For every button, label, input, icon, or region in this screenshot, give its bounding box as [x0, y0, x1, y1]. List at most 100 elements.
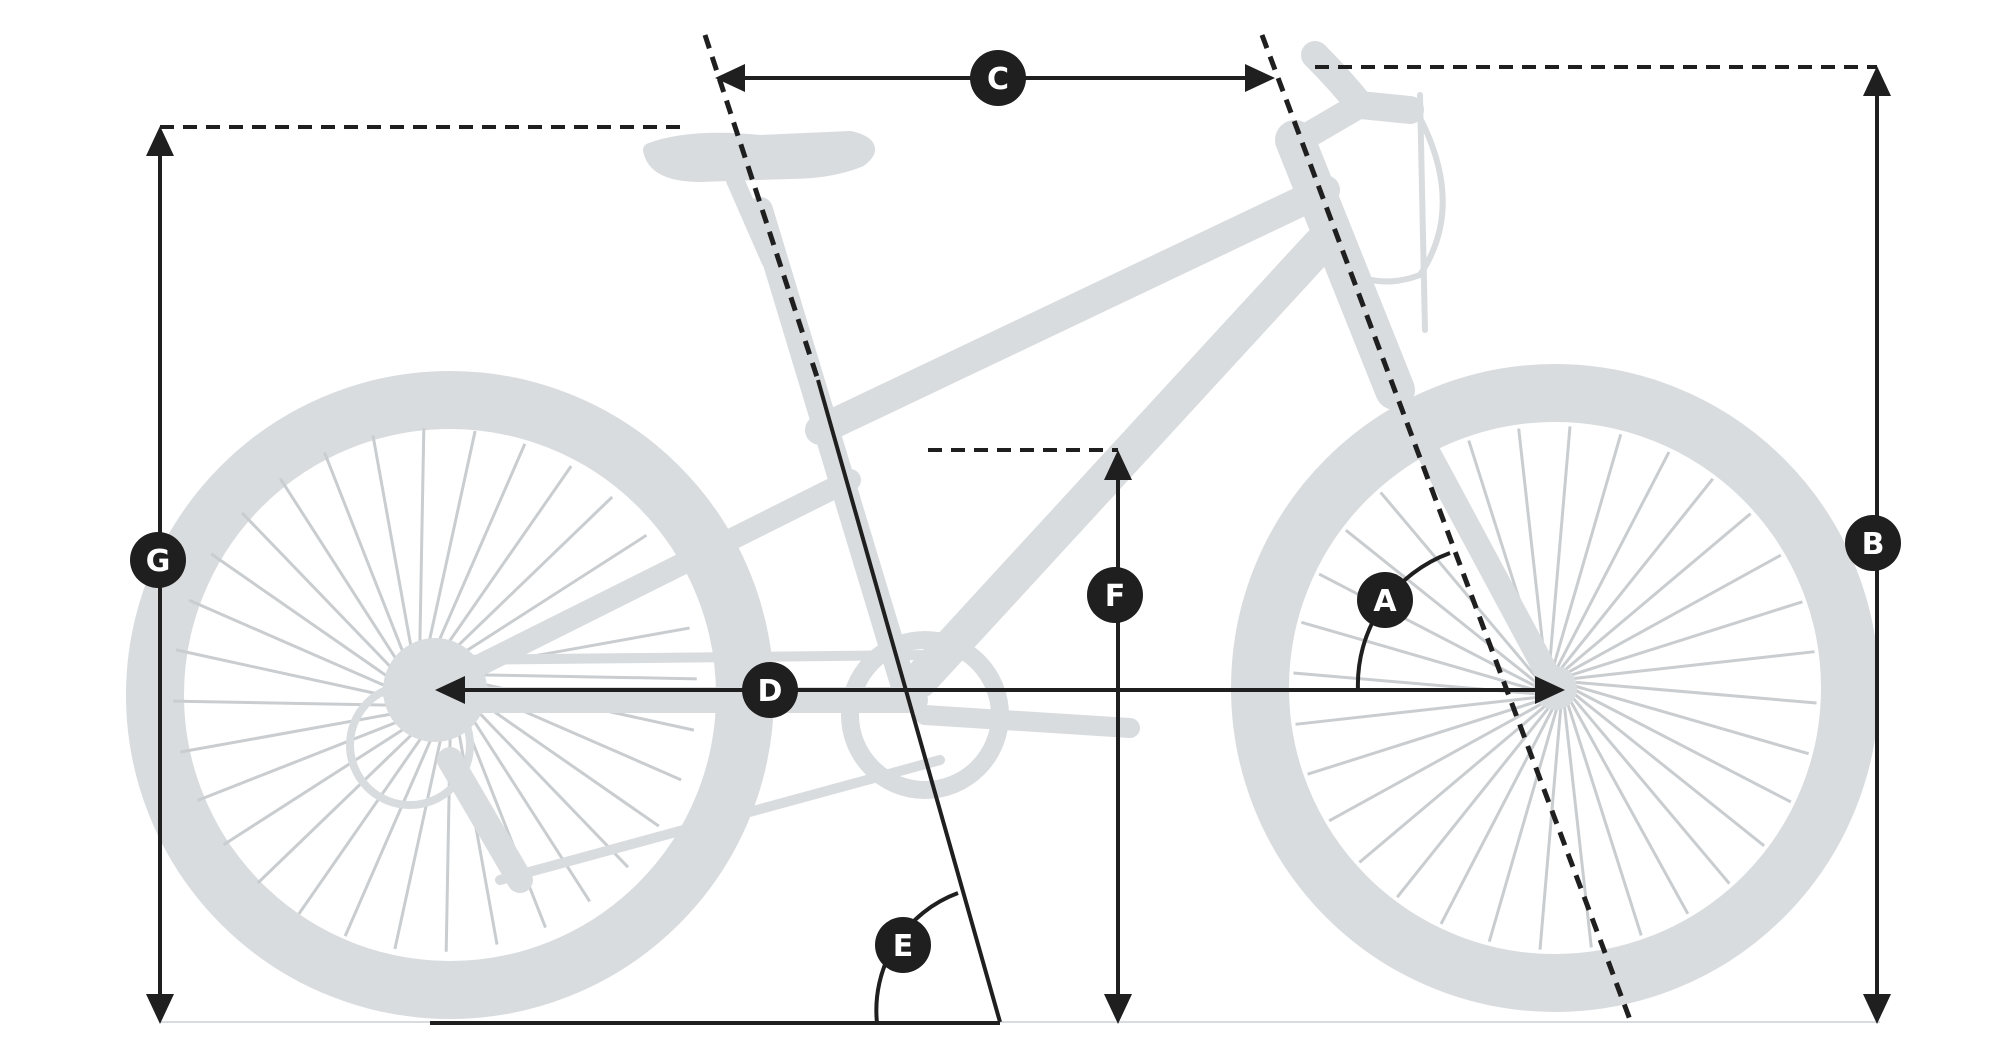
- label-e-badge: E: [875, 917, 931, 973]
- label-g-badge: G: [130, 532, 186, 588]
- dimension-b-arrowhead-top: [1863, 66, 1891, 96]
- seat-stay: [439, 469, 861, 691]
- spoke: [297, 728, 429, 915]
- head-tube-axis-dashed: [1259, 34, 1635, 1026]
- spoke: [323, 451, 409, 663]
- spoke: [1571, 696, 1731, 885]
- handlebar: [1301, 41, 1424, 124]
- spoke: [1344, 529, 1537, 684]
- spoke: [279, 477, 404, 669]
- shift-cable: [1417, 92, 1428, 333]
- label-g: G: [146, 544, 171, 579]
- spoke: [1396, 706, 1551, 899]
- label-f: F: [1105, 579, 1126, 614]
- spoke: [393, 728, 445, 950]
- spoke: [1487, 707, 1559, 943]
- spoke: [1328, 702, 1544, 823]
- spoke: [180, 710, 403, 754]
- label-b-badge: B: [1845, 515, 1901, 571]
- seat-tube: [747, 197, 918, 703]
- spoke: [1559, 477, 1714, 670]
- label-d-circle: [742, 662, 798, 718]
- spoke: [1439, 707, 1555, 925]
- spoke: [1295, 695, 1538, 726]
- spoke: [433, 443, 527, 651]
- spoke: [371, 435, 415, 658]
- spoke: [1574, 684, 1810, 756]
- seat-tube-angle-line: [816, 379, 1002, 1023]
- rear-rotor: [346, 681, 474, 809]
- dimension-f-arrowhead-top: [1104, 450, 1132, 480]
- spoke: [210, 552, 397, 684]
- spoke: [1538, 707, 1563, 950]
- label-d-badge: D: [742, 662, 798, 718]
- spoke: [1517, 428, 1548, 671]
- dimension-b-arrowhead-bottom: [1863, 994, 1891, 1024]
- label-a-badge: A: [1357, 572, 1413, 628]
- dimension-g-arrowhead-top: [146, 126, 174, 156]
- bicycle-silhouette: [126, 41, 1879, 1019]
- spoke: [222, 721, 414, 846]
- spoke: [1574, 680, 1817, 705]
- spoke: [343, 729, 437, 937]
- fork-blade: [1383, 378, 1567, 700]
- spoke: [1379, 491, 1539, 680]
- brake-cable: [1342, 97, 1446, 285]
- spoke: [1358, 704, 1547, 864]
- label-b: B: [1862, 527, 1885, 562]
- rear-derailleur: [437, 747, 533, 893]
- dimension-g-arrowhead-bottom: [146, 994, 174, 1024]
- label-c: C: [987, 62, 1009, 97]
- label-f-badge: F: [1087, 567, 1143, 623]
- seat-tube-extension-dashed: [702, 34, 821, 381]
- label-a-circle: [1357, 572, 1413, 628]
- spoke: [196, 716, 408, 802]
- top-tube: [805, 175, 1340, 445]
- spoke: [1570, 600, 1803, 677]
- chain-upper: [445, 650, 935, 665]
- spoke: [1547, 426, 1572, 669]
- label-f-circle: [1087, 567, 1143, 623]
- dimension-d-arrowhead-right: [1535, 676, 1565, 704]
- label-e-circle: [875, 917, 931, 973]
- spoke: [1569, 699, 1690, 915]
- rear-spokes: [173, 428, 697, 952]
- spoke: [1573, 692, 1766, 847]
- spoke: [256, 725, 421, 885]
- dimension-lines: [146, 64, 1891, 1024]
- spoke: [1307, 699, 1540, 776]
- dimension-c-arrowhead-left: [715, 64, 745, 92]
- spoke: [1300, 620, 1536, 692]
- dimension-f-arrowhead-bottom: [1104, 994, 1132, 1024]
- label-g-circle: [130, 532, 186, 588]
- front-spokes: [1293, 426, 1817, 950]
- spoke: [1551, 433, 1623, 669]
- label-e: E: [893, 929, 914, 964]
- spoke: [449, 495, 614, 655]
- spoke: [240, 511, 400, 676]
- spoke: [1562, 705, 1593, 948]
- spoke: [175, 648, 397, 700]
- dimension-c-arrowhead-right: [1245, 64, 1275, 92]
- spoke: [473, 696, 660, 828]
- crank-arm: [915, 705, 1140, 738]
- spoke: [461, 717, 547, 929]
- spoke: [1555, 451, 1671, 669]
- label-b-circle: [1845, 515, 1901, 571]
- saddle: [643, 131, 875, 182]
- dimension-labels: A B C D E F G: [130, 50, 1901, 973]
- seatpost: [726, 171, 779, 269]
- spoke: [1566, 703, 1643, 936]
- spoke: [441, 465, 573, 652]
- dimension-d-arrowhead-left: [435, 676, 465, 704]
- label-d: D: [758, 674, 783, 709]
- spoke: [1574, 688, 1792, 804]
- label-c-badge: C: [970, 50, 1026, 106]
- spoke: [471, 673, 697, 681]
- label-a: A: [1373, 584, 1397, 619]
- spoke: [418, 428, 426, 654]
- chain-lower: [495, 755, 945, 885]
- spoke: [1563, 512, 1752, 672]
